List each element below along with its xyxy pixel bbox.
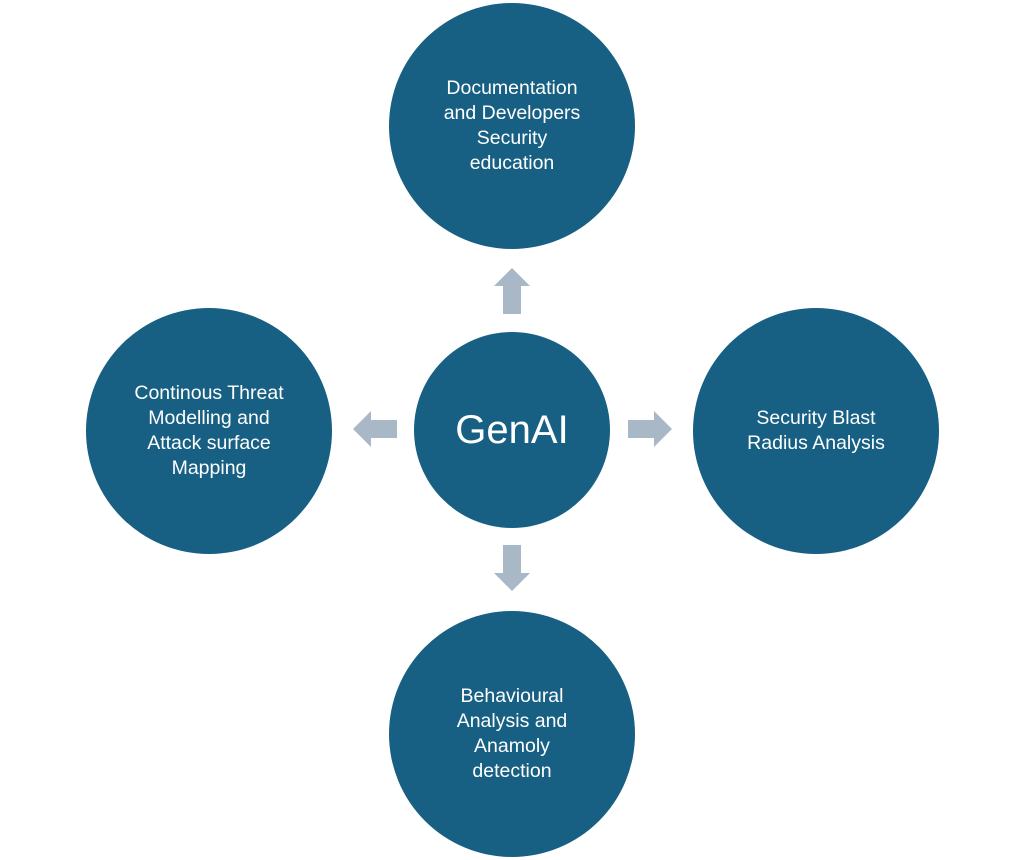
node-left-label: Continous Threat Modelling and Attack su… bbox=[134, 382, 284, 479]
arrow-right-icon bbox=[628, 411, 672, 447]
center-node-label: GenAI bbox=[455, 408, 569, 452]
arrow-left-icon bbox=[353, 411, 397, 447]
node-top-label: Documentation and Developers Security ed… bbox=[443, 77, 581, 174]
center-node-genai: GenAI bbox=[414, 332, 610, 528]
arrow-up-icon bbox=[494, 268, 530, 314]
node-bottom-label: Behavioural Analysis and Anamoly detecti… bbox=[456, 685, 568, 782]
node-documentation-security-education: Documentation and Developers Security ed… bbox=[389, 3, 635, 249]
arrow-down-icon bbox=[494, 545, 530, 591]
node-behavioural-analysis: Behavioural Analysis and Anamoly detecti… bbox=[389, 611, 635, 857]
node-blast-radius-analysis: Security Blast Radius Analysis bbox=[693, 308, 939, 554]
node-right-label: Security Blast Radius Analysis bbox=[747, 407, 885, 454]
node-threat-modelling: Continous Threat Modelling and Attack su… bbox=[86, 308, 332, 554]
